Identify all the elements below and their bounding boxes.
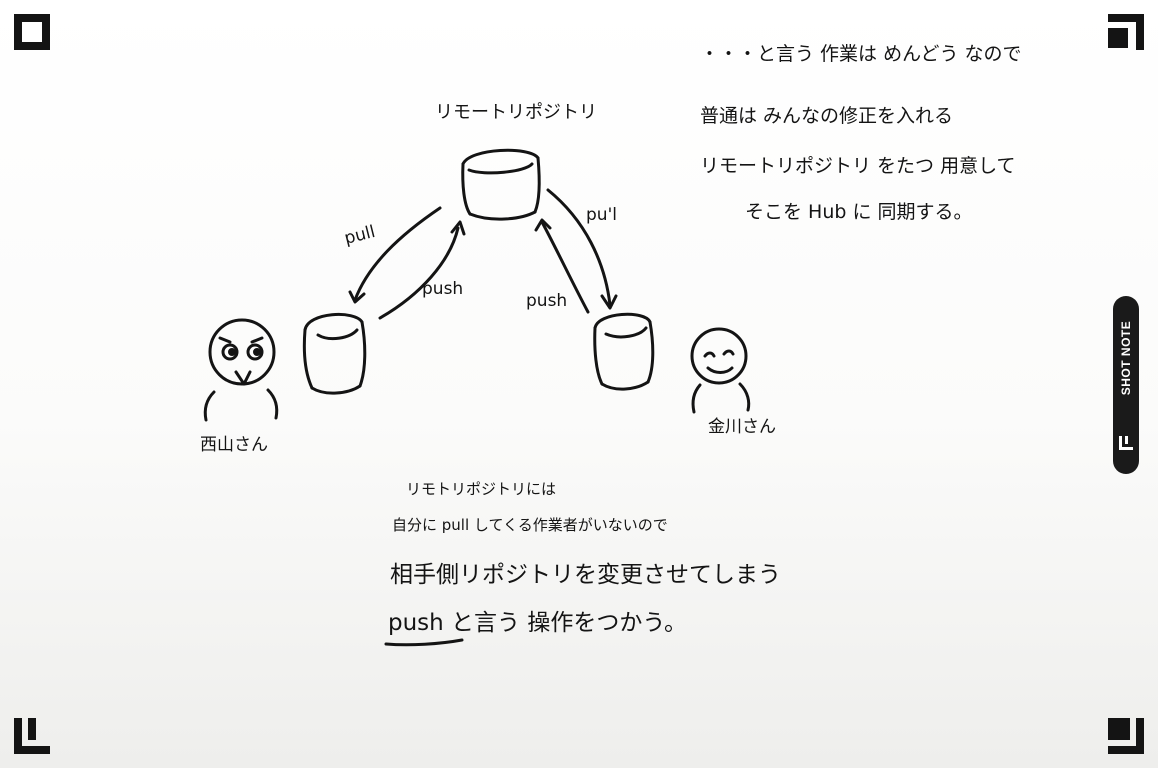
- corner-marker-bottom-left: [14, 718, 50, 754]
- pull-label-left: pull: [342, 222, 377, 249]
- push-underline: [384, 638, 464, 647]
- corner-marker-bottom-right: [1108, 718, 1144, 754]
- left-person-label: 西山さん: [200, 435, 268, 455]
- corner-marker-top-left: [14, 14, 50, 50]
- push-label-left: push: [422, 279, 463, 299]
- left-local-repository-cylinder: [302, 312, 367, 395]
- top-right-note-line-1: ・・・と言う 作業は めんどう なので: [700, 43, 1022, 65]
- corner-marker-top-right: [1108, 14, 1144, 50]
- right-local-repository-cylinder: [593, 312, 655, 391]
- top-right-note-line-2: 普通は みんなの修正を入れる: [700, 105, 953, 127]
- push-arrow-right: [534, 218, 590, 314]
- right-person-label: 金川さん: [708, 417, 776, 437]
- remote-repository-label: リモートリポジトリ: [435, 102, 597, 123]
- bottom-note-line-1: リモトリポジトリには: [406, 480, 556, 498]
- top-right-note-line-3: リモートリポジトリ をたつ 用意して: [700, 155, 1016, 177]
- push-arrow-left: [378, 220, 466, 320]
- pull-arrow-right: [546, 188, 618, 310]
- left-person-figure: [203, 318, 279, 422]
- pull-arrow-left: [348, 206, 442, 304]
- bottom-note-line-3: 相手側リポジトリを変更させてしまう: [390, 562, 781, 588]
- push-label-right: push: [526, 291, 567, 311]
- top-right-note-line-4: そこを Hub に 同期する。: [745, 201, 973, 223]
- pull-label-right: pu'l: [586, 205, 617, 225]
- bottom-note-line-4: push と言う 操作をつかう。: [388, 610, 687, 636]
- remote-repository-cylinder: [461, 148, 541, 221]
- bottom-note-line-2: 自分に pull してくる作業者がいないので: [392, 516, 668, 534]
- shot-note-logo-icon: [1119, 436, 1133, 450]
- right-person-figure: [690, 327, 751, 414]
- shot-note-brand-label: SHOT NOTE: [1119, 320, 1133, 396]
- shot-note-brand-tab: SHOT NOTE: [1113, 296, 1139, 474]
